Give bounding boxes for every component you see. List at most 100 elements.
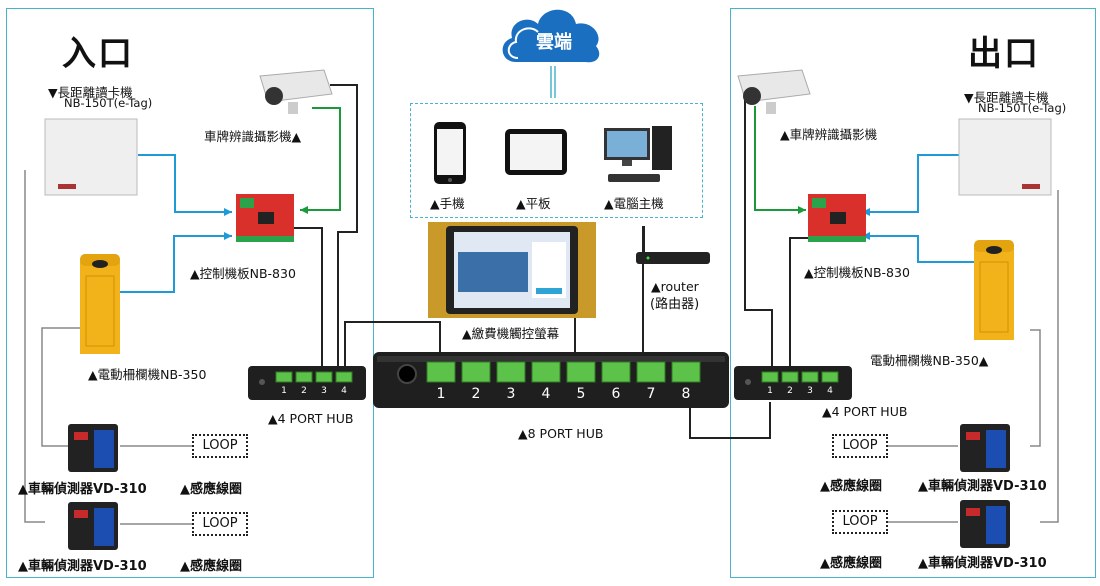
router-zh-label: (路由器) (650, 297, 700, 312)
entrance-camera-icon (259, 69, 333, 114)
exit-loop2-box: LOOP (832, 510, 888, 534)
exit-hub4-port-label-2: 2 (787, 386, 793, 396)
hub8-port-7 (636, 361, 666, 383)
entrance-title: 入口 (62, 34, 134, 74)
exit-wire-reader-blue (862, 154, 960, 213)
tablet-label: ▲平板 (516, 196, 551, 211)
exit-hub4-port-label-1: 1 (767, 386, 773, 396)
computer-icon (604, 126, 672, 182)
entrance-hub4-port-label-3: 3 (321, 386, 327, 396)
hub8-port-label-5: 5 (577, 386, 586, 402)
exit-reader-model: NB-150T(e-Tag) (978, 101, 1067, 115)
exit-hub4-device: 1 2 3 4 (734, 366, 852, 400)
wire-barrier-blue (120, 235, 232, 293)
entrance-loop1-label: ▲感應線圈 (180, 482, 242, 497)
entrance-barrier-icon (80, 254, 120, 354)
wire-reader-gray (24, 170, 45, 523)
exit-loop1-label: ▲感應線圈 (820, 479, 882, 494)
hub8-port-4 (531, 361, 561, 383)
entrance-loop2-box: LOOP (192, 512, 248, 536)
router-icon (636, 226, 710, 264)
remote-devices-box (410, 103, 703, 218)
hub8-port-2 (461, 361, 491, 383)
exit-hub4-label: ▲4 PORT HUB (822, 404, 908, 419)
entrance-hub4-port-label-1: 1 (281, 386, 287, 396)
exit-wire-controller-black (789, 237, 812, 372)
hub8-port-8 (671, 361, 701, 383)
exit-hub4-port-2 (781, 371, 799, 383)
exit-wire-barrier-blue (862, 235, 975, 263)
entrance-detector1-label: ▲車輛偵測器VD-310 (18, 482, 147, 497)
exit-detector2-label: ▲車輛偵測器VD-310 (918, 556, 1047, 571)
entrance-reader-model: NB-150T(e-Tag) (64, 96, 153, 110)
hub8-port-label-1: 1 (437, 386, 446, 402)
exit-title: 出口 (968, 34, 1040, 74)
phone-icon (434, 122, 466, 184)
exit-wire-reader-gray (1040, 190, 1059, 523)
exit-controller-icon (808, 194, 866, 242)
hub8-label: ▲8 PORT HUB (518, 426, 604, 441)
exit-camera-icon (737, 69, 811, 114)
wire-hub8-exithub (689, 400, 771, 439)
entrance-hub4-port-1 (275, 371, 293, 383)
entrance-detector2-label: ▲車輛偵測器VD-310 (18, 559, 147, 574)
entrance-hub4-port-4 (335, 371, 353, 383)
hub8-port-label-8: 8 (682, 386, 691, 402)
exit-wire-barrier-gray (1030, 329, 1041, 447)
exit-hub4-port-3 (801, 371, 819, 383)
exit-hub4-port-1 (761, 371, 779, 383)
entrance-hub4-device: 1 2 3 4 (248, 366, 366, 400)
kiosk-touchscreen-icon (428, 222, 596, 318)
hub8-port-1 (426, 361, 456, 383)
exit-loop1-box: LOOP (832, 434, 888, 458)
entrance-reader-icon (44, 118, 138, 196)
hub8-device: 1 2 3 4 5 6 7 8 (373, 352, 729, 408)
phone-label: ▲手機 (430, 196, 465, 211)
hub8-port-label-4: 4 (542, 386, 551, 402)
entrance-controller-label: ▲控制機板NB-830 (190, 266, 296, 281)
entrance-camera-label: 車牌辨識攝影機▲ (204, 129, 302, 144)
entrance-panel (6, 8, 374, 578)
entrance-hub4-port-label-4: 4 (341, 386, 347, 396)
exit-detector1-label: ▲車輛偵測器VD-310 (918, 479, 1047, 494)
exit-barrier-icon (974, 240, 1014, 340)
hub8-port-label-6: 6 (612, 386, 621, 402)
exit-detector1-icon (960, 424, 1010, 472)
exit-hub4-port-label-3: 3 (807, 386, 813, 396)
wire-camera-green (300, 107, 341, 211)
exit-controller-label: ▲控制機板NB-830 (804, 265, 910, 280)
entrance-loop1-box: LOOP (192, 434, 248, 458)
exit-camera-label: ▲車牌辨識攝影機 (780, 127, 878, 142)
entrance-detector1-icon (68, 424, 118, 472)
hub8-port-5 (566, 361, 596, 383)
exit-wire-camera-black (744, 98, 773, 372)
entrance-barrier-label: ▲電動柵欄機NB-350 (88, 367, 207, 382)
hub8-port-label-7: 7 (647, 386, 656, 402)
entrance-reader-label: ▼長距離讀卡機 (48, 85, 133, 100)
exit-reader-icon (958, 118, 1052, 196)
wire-barrier-gray (41, 327, 80, 447)
wire-camera-black (330, 84, 358, 372)
exit-hub4-port-label-4: 4 (827, 386, 833, 396)
entrance-detector2-icon (68, 502, 118, 550)
hub8-port-3 (496, 361, 526, 383)
entrance-hub4-port-label-2: 2 (301, 386, 307, 396)
exit-wire-camera-green (754, 106, 806, 211)
exit-loop2-label: ▲感應線圈 (820, 556, 882, 571)
exit-panel (730, 8, 1096, 578)
entrance-hub4-port-3 (315, 371, 333, 383)
hub8-port-label-2: 2 (472, 386, 481, 402)
tablet-icon (505, 129, 567, 175)
entrance-hub4-label: ▲4 PORT HUB (268, 411, 354, 426)
hub8-port-6 (601, 361, 631, 383)
entrance-hub4-port-2 (295, 371, 313, 383)
exit-reader-label: ▼長距離讀卡機 (964, 90, 1049, 105)
entrance-controller-icon (236, 194, 294, 242)
hub8-port-label-3: 3 (507, 386, 516, 402)
computer-label: ▲電腦主機 (604, 196, 664, 211)
wire-controller-black (294, 227, 323, 372)
entrance-loop2-label: ▲感應線圈 (180, 559, 242, 574)
exit-detector2-icon (960, 500, 1010, 548)
cloud-label: 雲端 (536, 32, 572, 53)
